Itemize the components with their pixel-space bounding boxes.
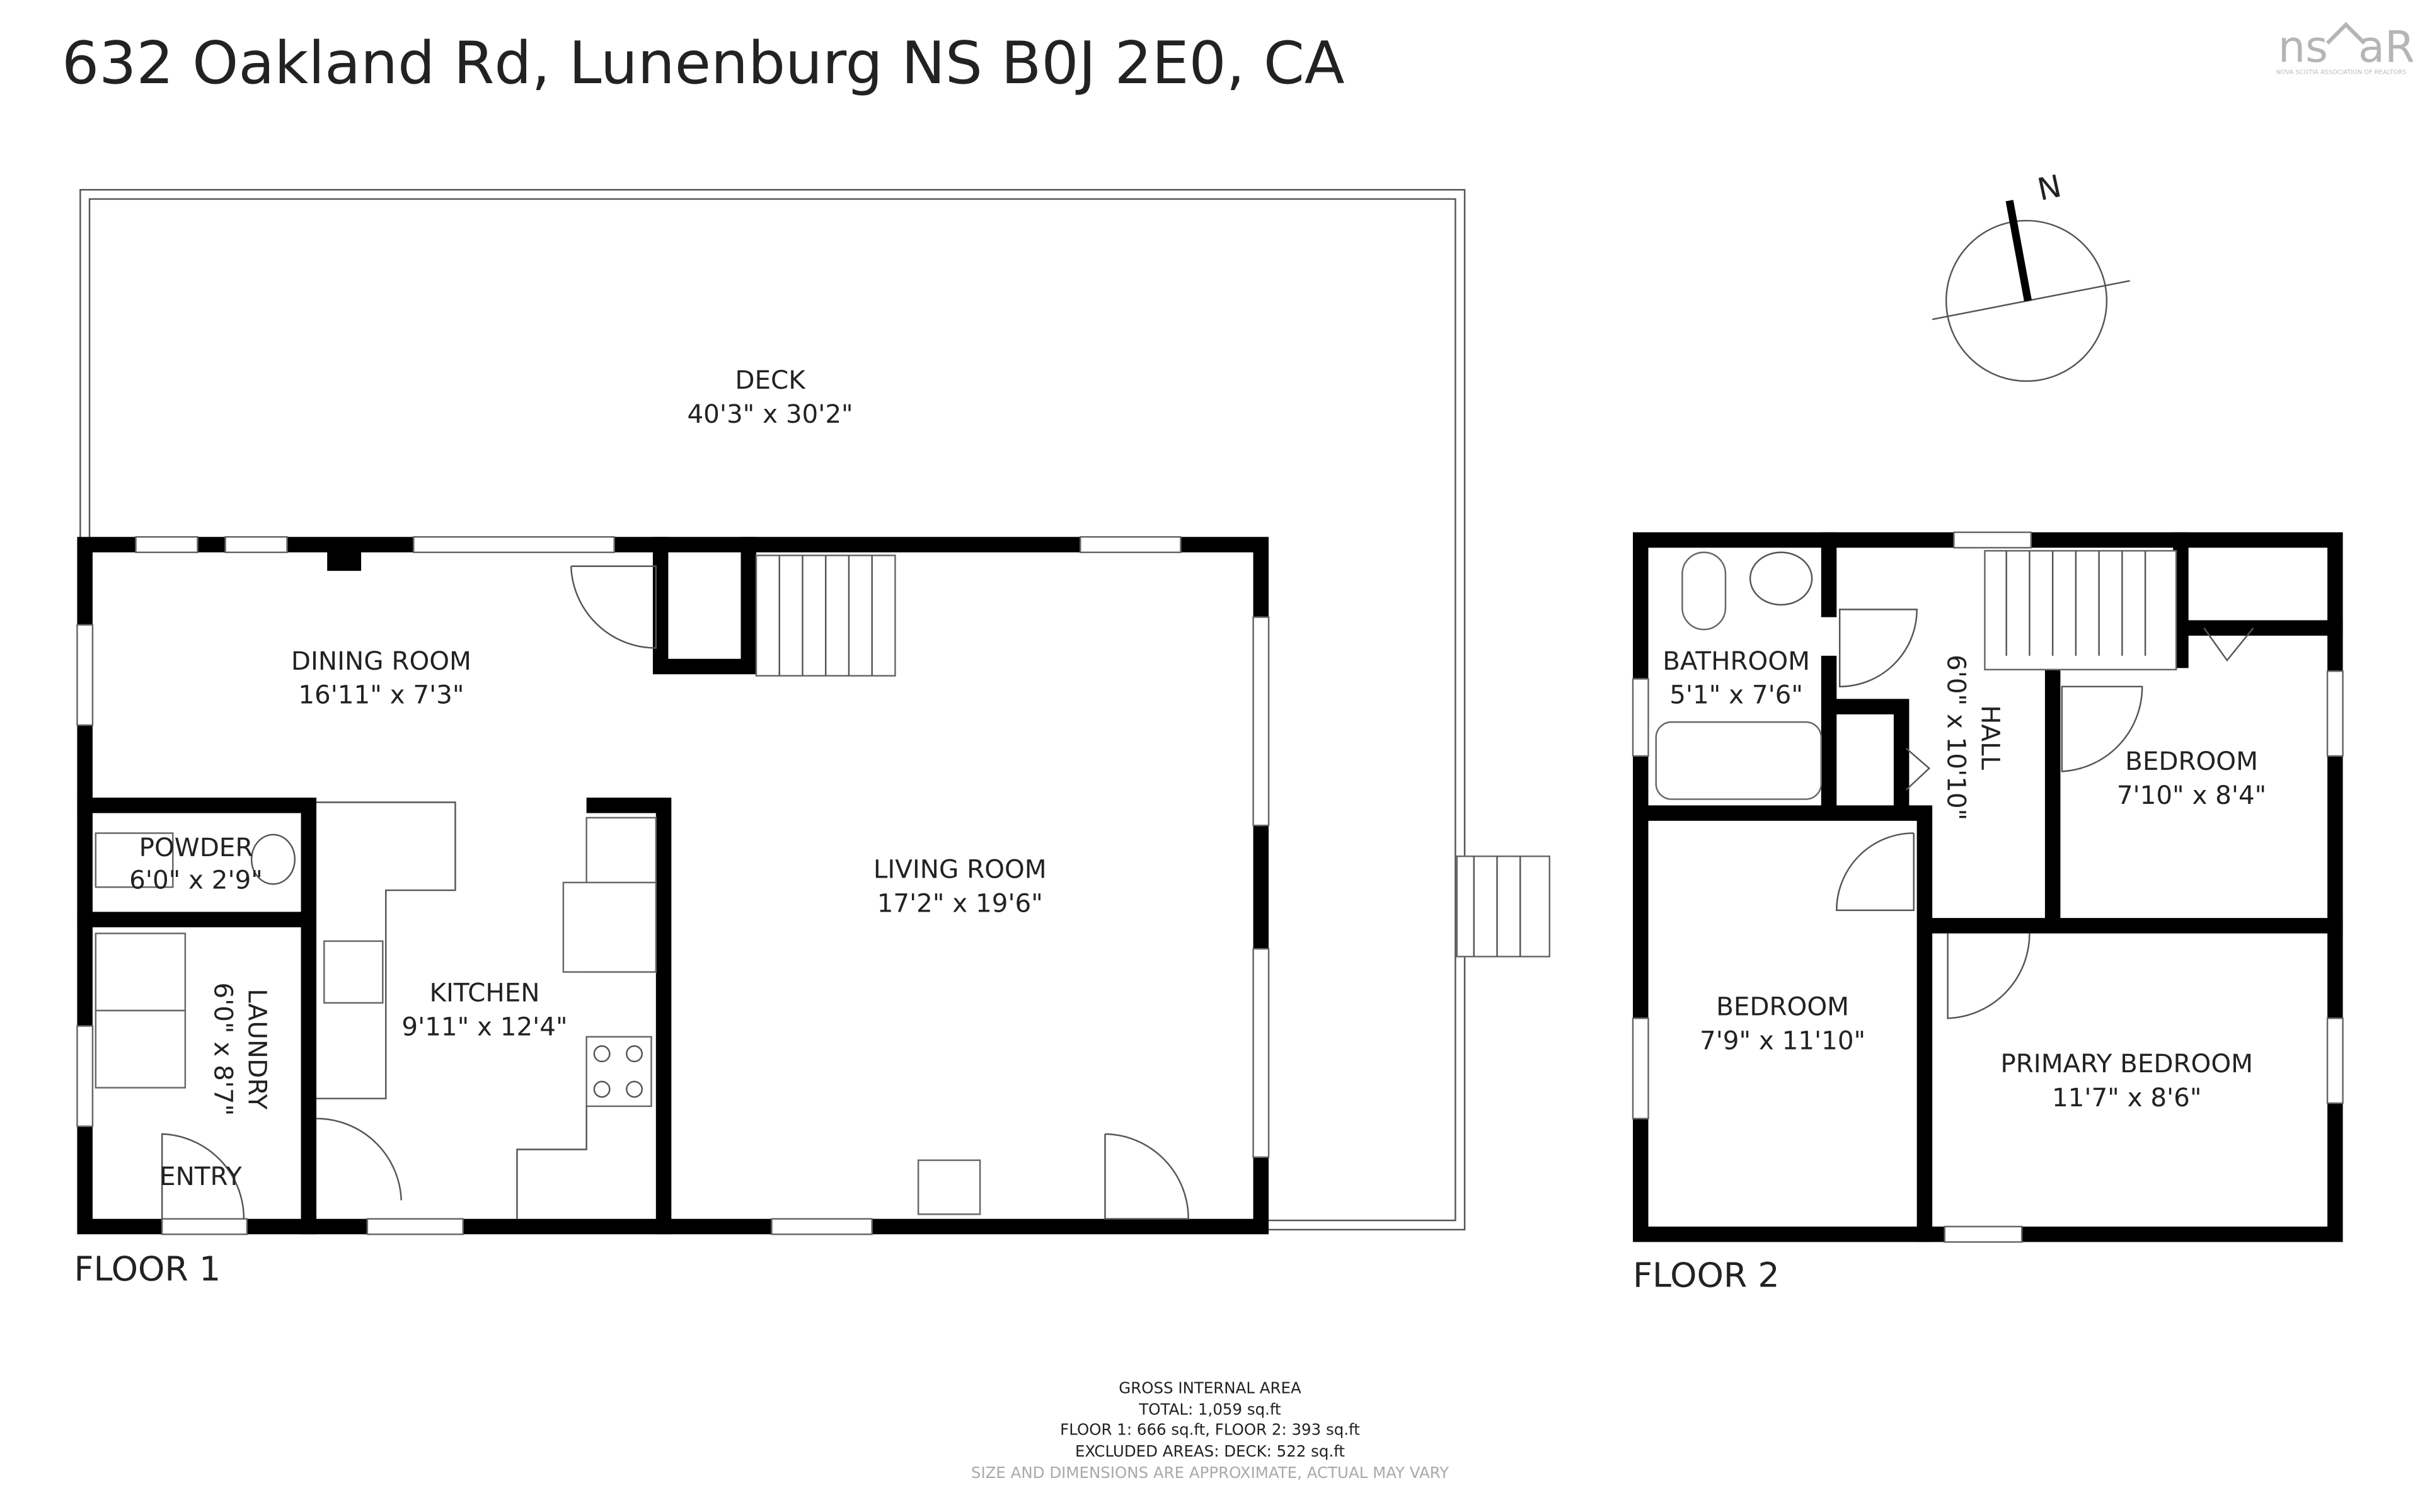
- room-dining-room: DINING ROOM 16'11" x 7'3": [291, 646, 471, 710]
- room-bedroom-2: BEDROOM 7'9" x 11'10": [1700, 991, 1865, 1055]
- svg-text:40'3" x 30'2": 40'3" x 30'2": [687, 399, 853, 429]
- svg-text:TOTAL: 1,059 sq.ft: TOTAL: 1,059 sq.ft: [1138, 1400, 1281, 1419]
- floor-1: DECK 40'3" x 30'2" DINING ROOM 16'11" x 7'…: [74, 189, 1550, 1289]
- svg-text:SIZE AND DIMENSIONS ARE APPROX: SIZE AND DIMENSIONS ARE APPROXIMATE, ACT…: [971, 1463, 1449, 1482]
- svg-text:DINING ROOM: DINING ROOM: [291, 646, 471, 676]
- compass-north-label: N: [2034, 168, 2065, 208]
- room-bedroom-1: BEDROOM 7'10" x 8'4": [2117, 746, 2266, 810]
- svg-text:aR: aR: [2358, 22, 2415, 72]
- room-entry: ENTRY: [159, 1161, 242, 1191]
- svg-text:POWDER: POWDER: [139, 832, 253, 862]
- svg-text:KITCHEN: KITCHEN: [429, 977, 539, 1007]
- svg-text:6'0" x 2'9": 6'0" x 2'9": [129, 865, 263, 895]
- floor-1-label: FLOOR 1: [74, 1249, 221, 1289]
- svg-text:DECK: DECK: [735, 365, 806, 395]
- svg-text:GROSS INTERNAL AREA: GROSS INTERNAL AREA: [1119, 1378, 1301, 1397]
- room-deck: DECK 40'3" x 30'2": [687, 365, 853, 429]
- svg-text:LIVING ROOM: LIVING ROOM: [873, 854, 1047, 884]
- svg-text:6'0" x 10'10": 6'0" x 10'10": [1942, 655, 1972, 820]
- room-living-room: LIVING ROOM 17'2" x 19'6": [873, 854, 1047, 918]
- svg-text:FLOOR 1: 666 sq.ft, FLOOR 2: 3: FLOOR 1: 666 sq.ft, FLOOR 2: 393 sq.ft: [1060, 1421, 1360, 1439]
- svg-text:6'0" x 8'7": 6'0" x 8'7": [208, 982, 238, 1116]
- floor-2-label: FLOOR 2: [1633, 1255, 1780, 1295]
- svg-text:BEDROOM: BEDROOM: [1716, 991, 1849, 1021]
- svg-text:PRIMARY BEDROOM: PRIMARY BEDROOM: [2000, 1048, 2253, 1079]
- svg-text:BATHROOM: BATHROOM: [1662, 646, 1810, 676]
- svg-text:NOVA SCOTIA ASSOCIATION OF REA: NOVA SCOTIA ASSOCIATION OF REALTORS: [2276, 69, 2406, 76]
- svg-text:7'9" x 11'10": 7'9" x 11'10": [1700, 1025, 1865, 1055]
- room-bathroom: BATHROOM 5'1" x 7'6": [1662, 646, 1810, 710]
- logo-text: ns: [2278, 22, 2328, 72]
- svg-text:11'7" x 8'6": 11'7" x 8'6": [2052, 1082, 2201, 1113]
- svg-text:LAUNDRY: LAUNDRY: [242, 988, 272, 1109]
- page-title: 632 Oakland Rd, Lunenburg NS B0J 2E0, CA: [62, 29, 1345, 97]
- svg-text:HALL: HALL: [1975, 705, 2005, 770]
- svg-text:7'10" x 8'4": 7'10" x 8'4": [2117, 780, 2266, 810]
- compass: N: [1932, 168, 2130, 382]
- svg-text:EXCLUDED AREAS: DECK: 522 sq.f: EXCLUDED AREAS: DECK: 522 sq.ft: [1075, 1442, 1345, 1460]
- deck-steps: [1456, 855, 1550, 958]
- svg-text:9'11" x 12'4": 9'11" x 12'4": [401, 1011, 567, 1041]
- room-kitchen: KITCHEN 9'11" x 12'4": [401, 977, 567, 1041]
- svg-text:BEDROOM: BEDROOM: [2125, 746, 2258, 776]
- svg-text:16'11" x 7'3": 16'11" x 7'3": [298, 680, 464, 710]
- nsar-logo: ns aR NOVA SCOTIA ASSOCIATION OF REALTOR…: [2276, 21, 2415, 76]
- svg-text:5'1" x 7'6": 5'1" x 7'6": [1669, 680, 1803, 710]
- area-summary: GROSS INTERNAL AREA TOTAL: 1,059 sq.ft F…: [971, 1378, 1449, 1482]
- svg-text:17'2" x 19'6": 17'2" x 19'6": [877, 888, 1043, 918]
